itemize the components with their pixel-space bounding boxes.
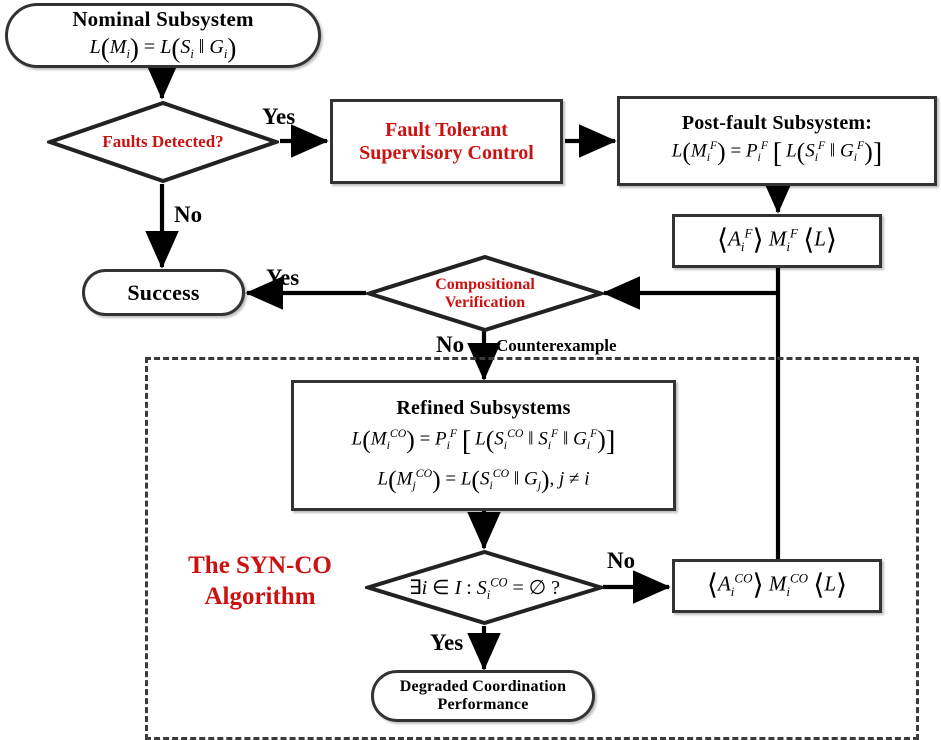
node-faults-detected-decision[interactable]: Faults Detected? xyxy=(43,100,283,184)
edge-label-verify-no: No xyxy=(436,332,465,357)
syn-co-algorithm-group-label: The SYN-CO Algorithm xyxy=(160,551,360,612)
degraded-label-line2: Performance xyxy=(437,696,529,713)
node-assume-guarantee-triple-fault[interactable]: ⟨AiF⟩ MiF ⟨L⟩ xyxy=(672,214,882,268)
compositional-verification-shape xyxy=(362,254,608,333)
success-label: Success xyxy=(127,279,200,305)
triple-fault-formula: ⟨AiF⟩ MiF ⟨L⟩ xyxy=(717,225,837,257)
node-degraded-coordination-performance[interactable]: Degraded Coordination Performance xyxy=(371,670,595,722)
edge-label-counterexample: Counterexample xyxy=(496,336,617,355)
algorithm-label-line1: The SYN-CO xyxy=(188,552,332,579)
node-assume-guarantee-triple-coordination[interactable]: ⟨AiCO⟩ MiCO ⟨L⟩ xyxy=(672,559,882,613)
node-empty-coordinator-decision[interactable]: ∃i ∈ I : SiCO = ∅ ? xyxy=(361,549,608,627)
edge-label-faults-no: No xyxy=(174,202,203,227)
node-post-fault-subsystem[interactable]: Post-fault Subsystem: L(MiF) = PiF [ L(S… xyxy=(617,96,937,186)
triple-coordination-formula: ⟨AiCO⟩ MiCO ⟨L⟩ xyxy=(706,570,848,602)
algorithm-label-line2: Algorithm xyxy=(204,582,316,610)
compositional-verification-label-wrap: Compositional Verification xyxy=(366,254,604,334)
refined-subsystems-title: Refined Subsystems xyxy=(396,396,571,419)
syn-co-algorithm-group-box xyxy=(145,357,919,740)
post-fault-formula: L(MiF) = PiF [ L(SiF ‖ GiF)] xyxy=(671,137,883,170)
empty-coordinator-label: ∃i ∈ I : SiCO = ∅ ? xyxy=(408,575,561,602)
node-refined-subsystems[interactable]: Refined Subsystems L(MiCO) = PiF [ L(SiC… xyxy=(291,380,676,511)
ftsc-label-line2: Supervisory Control xyxy=(359,141,534,164)
degraded-label-line1: Degraded Coordination xyxy=(399,678,567,695)
nominal-subsystem-title: Nominal Subsystem xyxy=(72,7,254,32)
edge-label-verify-yes: Yes xyxy=(266,265,300,290)
refined-subsystems-formula1: L(MiCO) = PiF [ L(SiCO ‖ SiF ‖ GiF)] xyxy=(351,424,616,457)
post-fault-title: Post-fault Subsystem: xyxy=(681,112,873,135)
nominal-subsystem-formula: L(Mi) = L(Si ‖ Gi) xyxy=(89,33,237,64)
node-compositional-verification-decision[interactable]: Compositional Verification xyxy=(362,254,608,334)
faults-decision-shape xyxy=(43,100,283,184)
compositional-verification-line1: Compositional xyxy=(435,276,535,293)
edge-label-empty-no: No xyxy=(607,548,636,573)
node-success[interactable]: Success xyxy=(82,269,245,316)
faults-decision-label: Faults Detected? xyxy=(102,132,224,151)
node-fault-tolerant-supervisory-control[interactable]: Fault Tolerant Supervisory Control xyxy=(330,99,563,184)
refined-subsystems-formula2: L(MjCO) = L(SiCO ‖ Gj), j ≠ i xyxy=(377,465,590,495)
empty-coordinator-shape xyxy=(361,549,608,626)
ftsc-label-line1: Fault Tolerant xyxy=(385,118,508,141)
node-nominal-subsystem[interactable]: Nominal Subsystem L(Mi) = L(Si ‖ Gi) xyxy=(5,3,321,68)
edge-label-faults-yes: Yes xyxy=(262,104,296,129)
compositional-verification-line2: Verification xyxy=(444,294,526,311)
edge-label-empty-yes: Yes xyxy=(430,630,464,655)
